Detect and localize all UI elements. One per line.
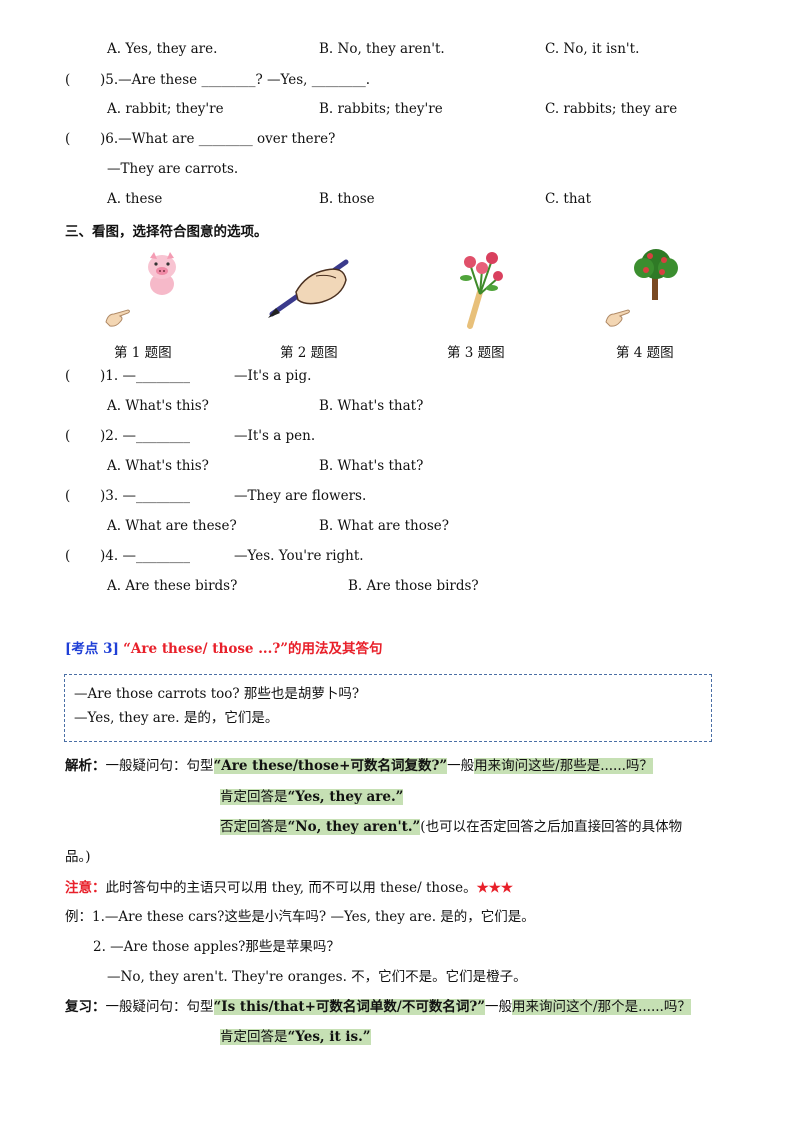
q5-option-c: C. rabbits; they are bbox=[545, 101, 678, 117]
q4-option-c: C. No, it isn't. bbox=[545, 41, 640, 57]
review-usage-pre: 一般 bbox=[485, 999, 513, 1015]
review-label: 复习： bbox=[65, 999, 106, 1015]
example-box-line1: —Are those carrots too? 那些也是胡萝卜吗? bbox=[74, 686, 360, 702]
review-intro: 一般疑问句：句型 bbox=[105, 999, 214, 1015]
analysis-pos-label: 肯定回答是 bbox=[220, 789, 288, 805]
analysis-pattern: “Are these/those+可数名词复数?” bbox=[213, 758, 448, 774]
q4-option-b: B. No, they aren't. bbox=[319, 41, 445, 57]
analysis-neg-note: (也可以在否定回答之后加直接回答的具体物 bbox=[420, 819, 683, 835]
example-box-line2: —Yes, they are. 是的，它们是。 bbox=[74, 710, 279, 726]
pq1-paren: ( bbox=[65, 368, 71, 384]
q6-paren: ( bbox=[65, 131, 71, 147]
pq4-paren: ( bbox=[65, 548, 71, 564]
note-stars: ★★★ bbox=[476, 880, 513, 896]
caption-2: 第 2 题图 bbox=[280, 345, 338, 361]
pq1-option-a: A. What's this? bbox=[107, 398, 209, 414]
pq2-option-a: A. What's this? bbox=[107, 458, 209, 474]
tree-icon bbox=[634, 249, 678, 300]
note-label: 注意： bbox=[65, 880, 106, 896]
pq2-option-b: B. What's that? bbox=[319, 458, 424, 474]
pointing-hand-icon-1 bbox=[105, 309, 130, 327]
review-pos-label: 肯定回答是 bbox=[220, 1029, 288, 1045]
pq2-stem: )2. —________ bbox=[100, 428, 190, 444]
flowers-icon bbox=[460, 252, 503, 329]
pig-icon bbox=[148, 252, 176, 295]
note-line: 注意：此时答句中的主语只可以用 they, 而不可以用 these/ those… bbox=[65, 876, 513, 896]
review-pos-answer: “Yes, it is.” bbox=[287, 1029, 371, 1045]
q6-stem: )6.—What are ________ over there? bbox=[100, 131, 336, 147]
analysis-neg-answer: “No, they aren't.” bbox=[287, 819, 421, 835]
pq3-answer: —They are flowers. bbox=[234, 488, 367, 504]
pq2-paren: ( bbox=[65, 428, 71, 444]
example-line1: 例：1.—Are these cars?这些是小汽车吗? —Yes, they … bbox=[65, 909, 535, 925]
analysis-line1: 解析：一般疑问句：句型“Are these/those+可数名词复数?”一般用来… bbox=[65, 754, 653, 774]
caption-3: 第 3 题图 bbox=[447, 345, 505, 361]
kaodian-heading: [考点 3] “Are these/ those ...?”的用法及其答句 bbox=[65, 637, 383, 657]
pq2-answer: —It's a pen. bbox=[234, 428, 316, 444]
pq3-paren: ( bbox=[65, 488, 71, 504]
pq4-option-a: A. Are these birds? bbox=[107, 578, 238, 594]
analysis-neg-note2: 品。) bbox=[65, 849, 91, 865]
q6-option-c: C. that bbox=[545, 191, 592, 207]
caption-1: 第 1 题图 bbox=[114, 345, 172, 361]
analysis-neg-label: 否定回答是 bbox=[220, 819, 288, 835]
q6-option-a: A. these bbox=[107, 191, 163, 207]
pq4-answer: —Yes. You're right. bbox=[234, 548, 364, 564]
analysis-usage: 用来询问这些/那些是......吗？ bbox=[474, 758, 653, 774]
q6-option-b: B. those bbox=[319, 191, 375, 207]
analysis-positive: 肯定回答是“Yes, they are.” bbox=[220, 785, 404, 805]
section3-title: 三、看图，选择符合图意的选项。 bbox=[65, 224, 268, 240]
analysis-usage-pre: 一般 bbox=[447, 758, 475, 774]
kaodian-title: “Are these/ those ...?”的用法及其答句 bbox=[123, 641, 383, 657]
pq1-option-b: B. What's that? bbox=[319, 398, 424, 414]
review-line1: 复习：一般疑问句：句型“Is this/that+可数名词单数/不可数名词?”一… bbox=[65, 995, 691, 1015]
q5-paren: ( bbox=[65, 72, 71, 88]
kaodian-tag: [考点 3] bbox=[65, 641, 119, 657]
review-positive: 肯定回答是“Yes, it is.” bbox=[220, 1025, 371, 1045]
review-pattern: “Is this/that+可数名词单数/不可数名词?” bbox=[213, 999, 486, 1015]
pq1-answer: —It's a pig. bbox=[234, 368, 312, 384]
pq3-option-a: A. What are these? bbox=[107, 518, 237, 534]
note-text: 此时答句中的主语只可以用 they, 而不可以用 these/ those。 bbox=[105, 880, 477, 896]
caption-4: 第 4 题图 bbox=[616, 345, 674, 361]
analysis-negative: 否定回答是“No, they aren't.”(也可以在否定回答之后加直接回答的… bbox=[220, 815, 682, 835]
pq1-stem: )1. —________ bbox=[100, 368, 190, 384]
analysis-label: 解析： bbox=[65, 758, 106, 774]
q4-option-a: A. Yes, they are. bbox=[107, 41, 218, 57]
pq4-stem: )4. —________ bbox=[100, 548, 190, 564]
q5-option-a: A. rabbit; they're bbox=[107, 101, 224, 117]
pq3-option-b: B. What are those? bbox=[319, 518, 450, 534]
pq3-stem: )3. —________ bbox=[100, 488, 190, 504]
pq4-option-b: B. Are those birds? bbox=[348, 578, 479, 594]
q6-answer: —They are carrots. bbox=[107, 161, 239, 177]
review-usage: 用来询问这个/那个是......吗？ bbox=[512, 999, 691, 1015]
analysis-pos-answer: “Yes, they are.” bbox=[287, 789, 404, 805]
analysis-intro: 一般疑问句：句型 bbox=[105, 758, 214, 774]
q5-option-b: B. rabbits; they're bbox=[319, 101, 443, 117]
pen-in-hand-icon bbox=[268, 259, 349, 318]
example-box bbox=[64, 674, 712, 742]
example-line3: —No, they aren't. They're oranges. 不，它们不… bbox=[107, 969, 527, 985]
example-line2: 2. —Are those apples?那些是苹果吗？ bbox=[93, 939, 340, 955]
q5-stem: )5.—Are these ________? —Yes, ________. bbox=[100, 72, 371, 88]
pointing-hand-icon-4 bbox=[605, 309, 630, 327]
